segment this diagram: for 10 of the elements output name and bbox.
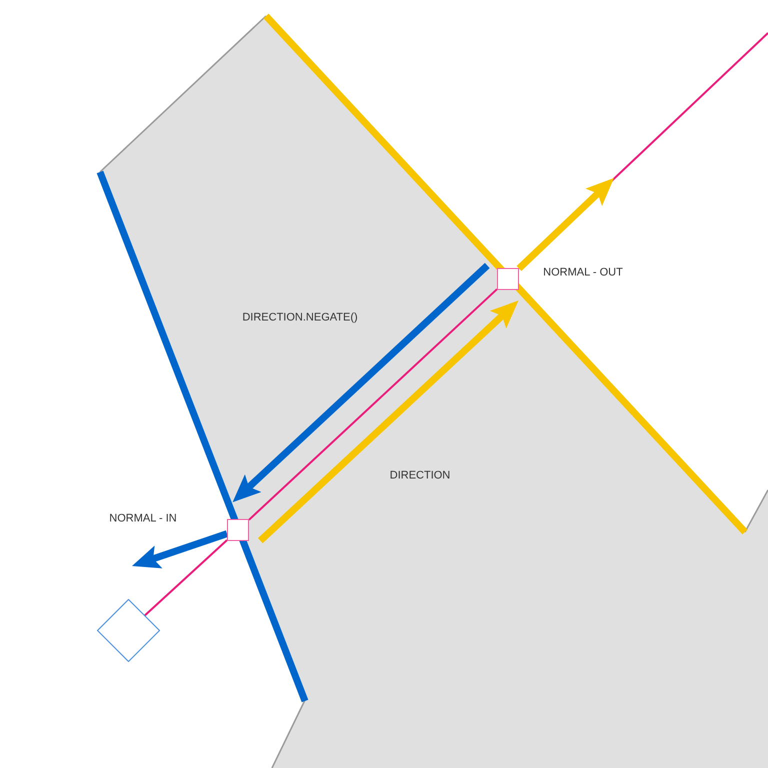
connector-line: [248, 288, 498, 521]
arrow: [132, 530, 228, 568]
contact-point: [227, 519, 249, 541]
arrow: [232, 262, 490, 502]
connector-line: [144, 539, 228, 616]
diamond-marker: [97, 599, 160, 662]
contact-point: [497, 268, 519, 290]
arrow: [258, 300, 518, 544]
arrow: [516, 178, 614, 272]
edge-label: DIRECTION.NEGATE(): [240, 312, 360, 324]
